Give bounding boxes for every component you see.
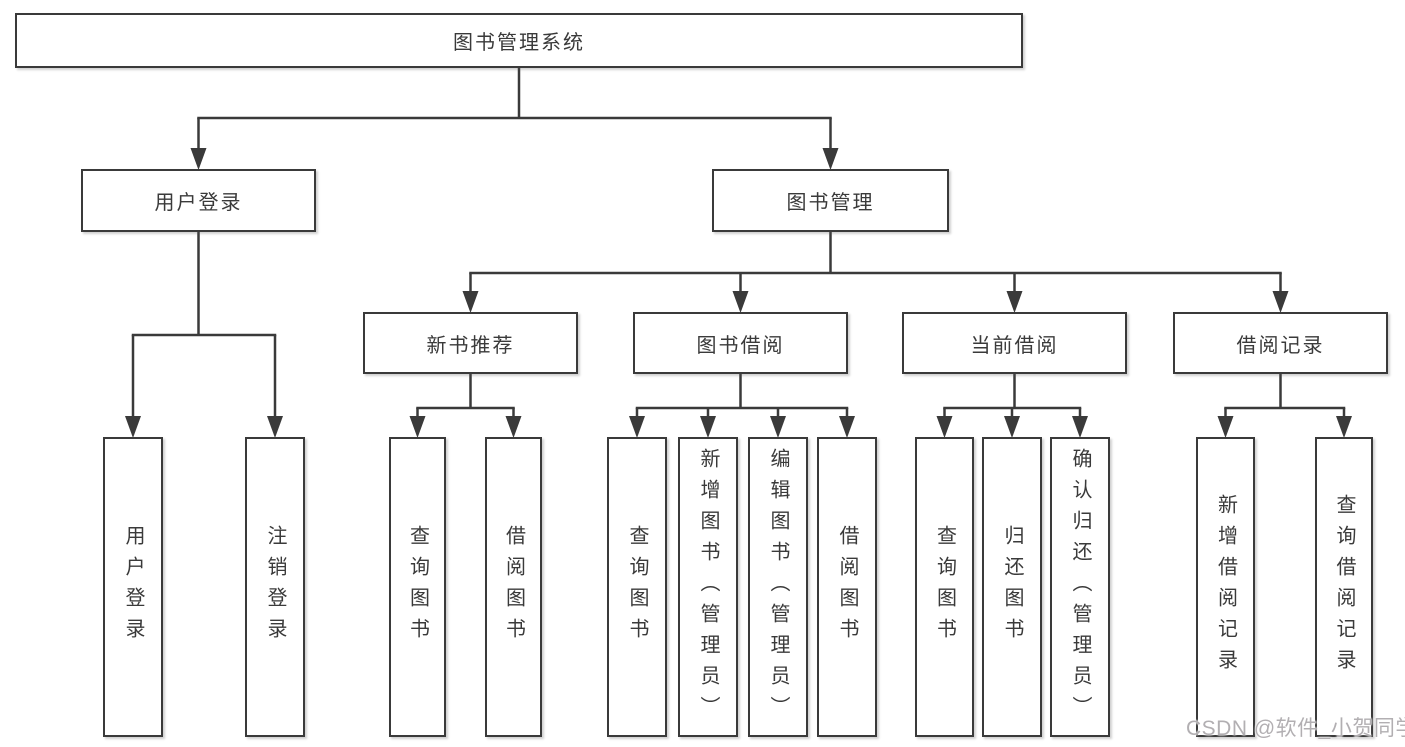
node-new-book-rec: 新书推荐: [363, 312, 578, 374]
node-label-bb-add: 新增图书（管理员）: [697, 447, 719, 727]
node-label-bb-borrow: 借阅图书: [836, 525, 858, 649]
node-label-ul-login: 用户登录: [122, 525, 144, 649]
node-cb-query: 查询图书: [915, 437, 974, 737]
watermark: CSDN @软件_小贺同学: [1186, 717, 1405, 740]
node-nb-borrow: 借阅图书: [485, 437, 542, 737]
node-nb-query: 查询图书: [389, 437, 446, 737]
node-br-query: 查询借阅记录: [1315, 437, 1373, 737]
node-ul-login: 用户登录: [103, 437, 163, 737]
node-label-nb-query: 查询图书: [406, 525, 429, 649]
node-ul-logout: 注销登录: [245, 437, 305, 737]
node-bb-add: 新增图书（管理员）: [678, 437, 738, 737]
node-label-current-borrow: 当前借阅: [970, 334, 1059, 357]
node-label-br-add: 新增借阅记录: [1214, 494, 1237, 680]
node-label-br-query: 查询借阅记录: [1333, 494, 1355, 680]
node-user-login: 用户登录: [81, 169, 316, 232]
node-label-bb-query: 查询图书: [626, 525, 648, 649]
node-borrow-records: 借阅记录: [1173, 312, 1388, 374]
node-bb-edit: 编辑图书（管理员）: [748, 437, 808, 737]
node-label-cb-confirm: 确认归还（管理员）: [1069, 447, 1091, 727]
node-label-book-mgmt: 图书管理: [786, 192, 875, 214]
node-current-borrow: 当前借阅: [902, 312, 1127, 374]
node-label-ul-logout: 注销登录: [264, 525, 286, 649]
node-cb-return: 归还图书: [982, 437, 1042, 737]
node-label-new-book-rec: 新书推荐: [426, 334, 515, 357]
node-br-add: 新增借阅记录: [1196, 437, 1255, 737]
node-label-book-borrow: 图书借阅: [696, 334, 785, 357]
node-label-cb-return: 归还图书: [1001, 525, 1023, 649]
node-root: 图书管理系统: [15, 13, 1023, 68]
node-label-cb-query: 查询图书: [933, 525, 956, 649]
node-label-nb-borrow: 借阅图书: [502, 525, 525, 649]
node-label-borrow-records: 借阅记录: [1236, 334, 1325, 357]
node-book-mgmt: 图书管理: [712, 169, 949, 232]
node-label-root: 图书管理系统: [453, 32, 585, 54]
node-label-user-login: 用户登录: [154, 192, 243, 214]
node-cb-confirm: 确认归还（管理员）: [1050, 437, 1110, 737]
node-bb-borrow: 借阅图书: [817, 437, 877, 737]
node-label-bb-edit: 编辑图书（管理员）: [767, 447, 789, 727]
node-book-borrow: 图书借阅: [633, 312, 848, 374]
node-bb-query: 查询图书: [607, 437, 667, 737]
